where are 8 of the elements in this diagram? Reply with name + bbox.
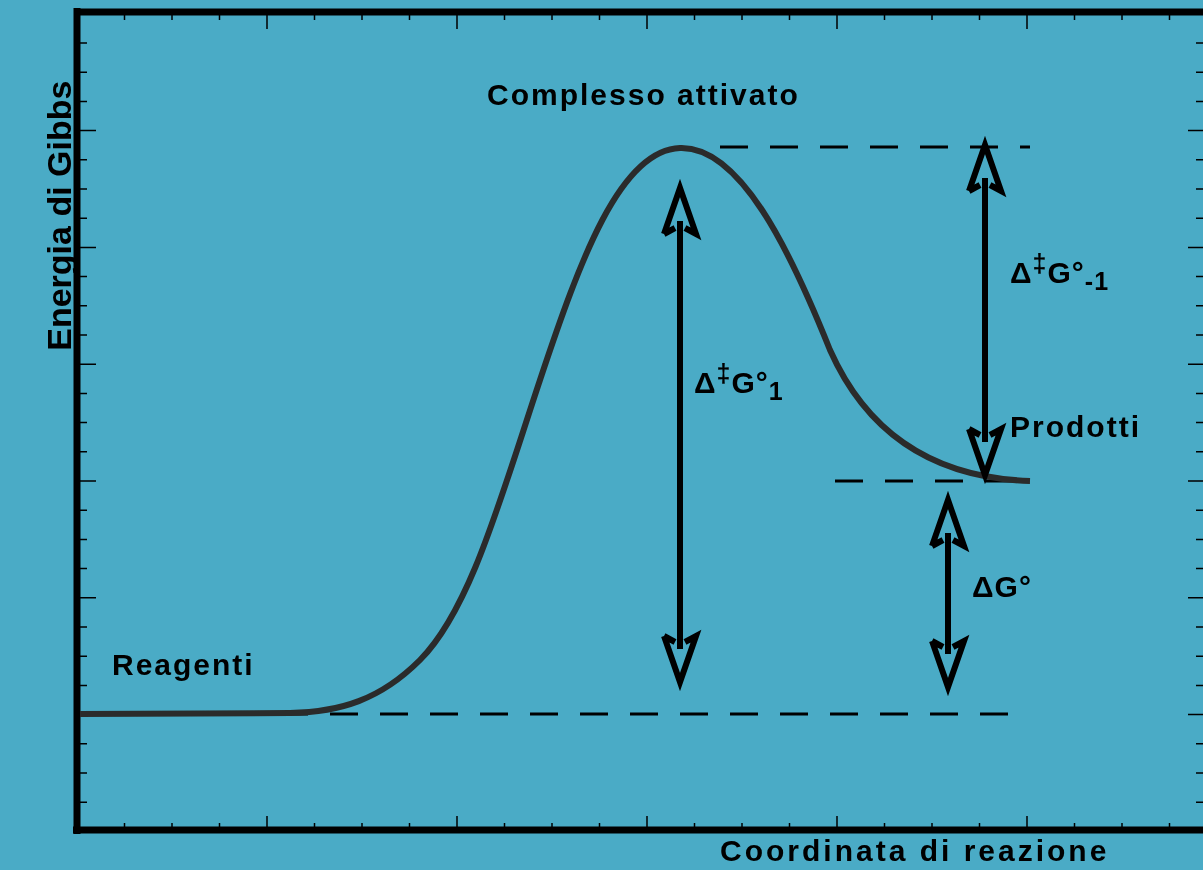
energy-label: ΔG° — [972, 570, 1032, 603]
peak-label: Complesso attivato — [487, 78, 800, 111]
energy-label: Δ$^{‡}$G°$_{-1}$ — [1010, 250, 1110, 296]
axis-title: Coordinata di reazione — [720, 834, 1110, 867]
energy-label: Δ$^{‡}$G°$_{1}$ — [694, 360, 784, 406]
state-label: Reagenti — [112, 648, 255, 681]
state-label: Prodotti — [1010, 410, 1141, 443]
axis-title: Energia di Gibbs — [41, 80, 79, 351]
